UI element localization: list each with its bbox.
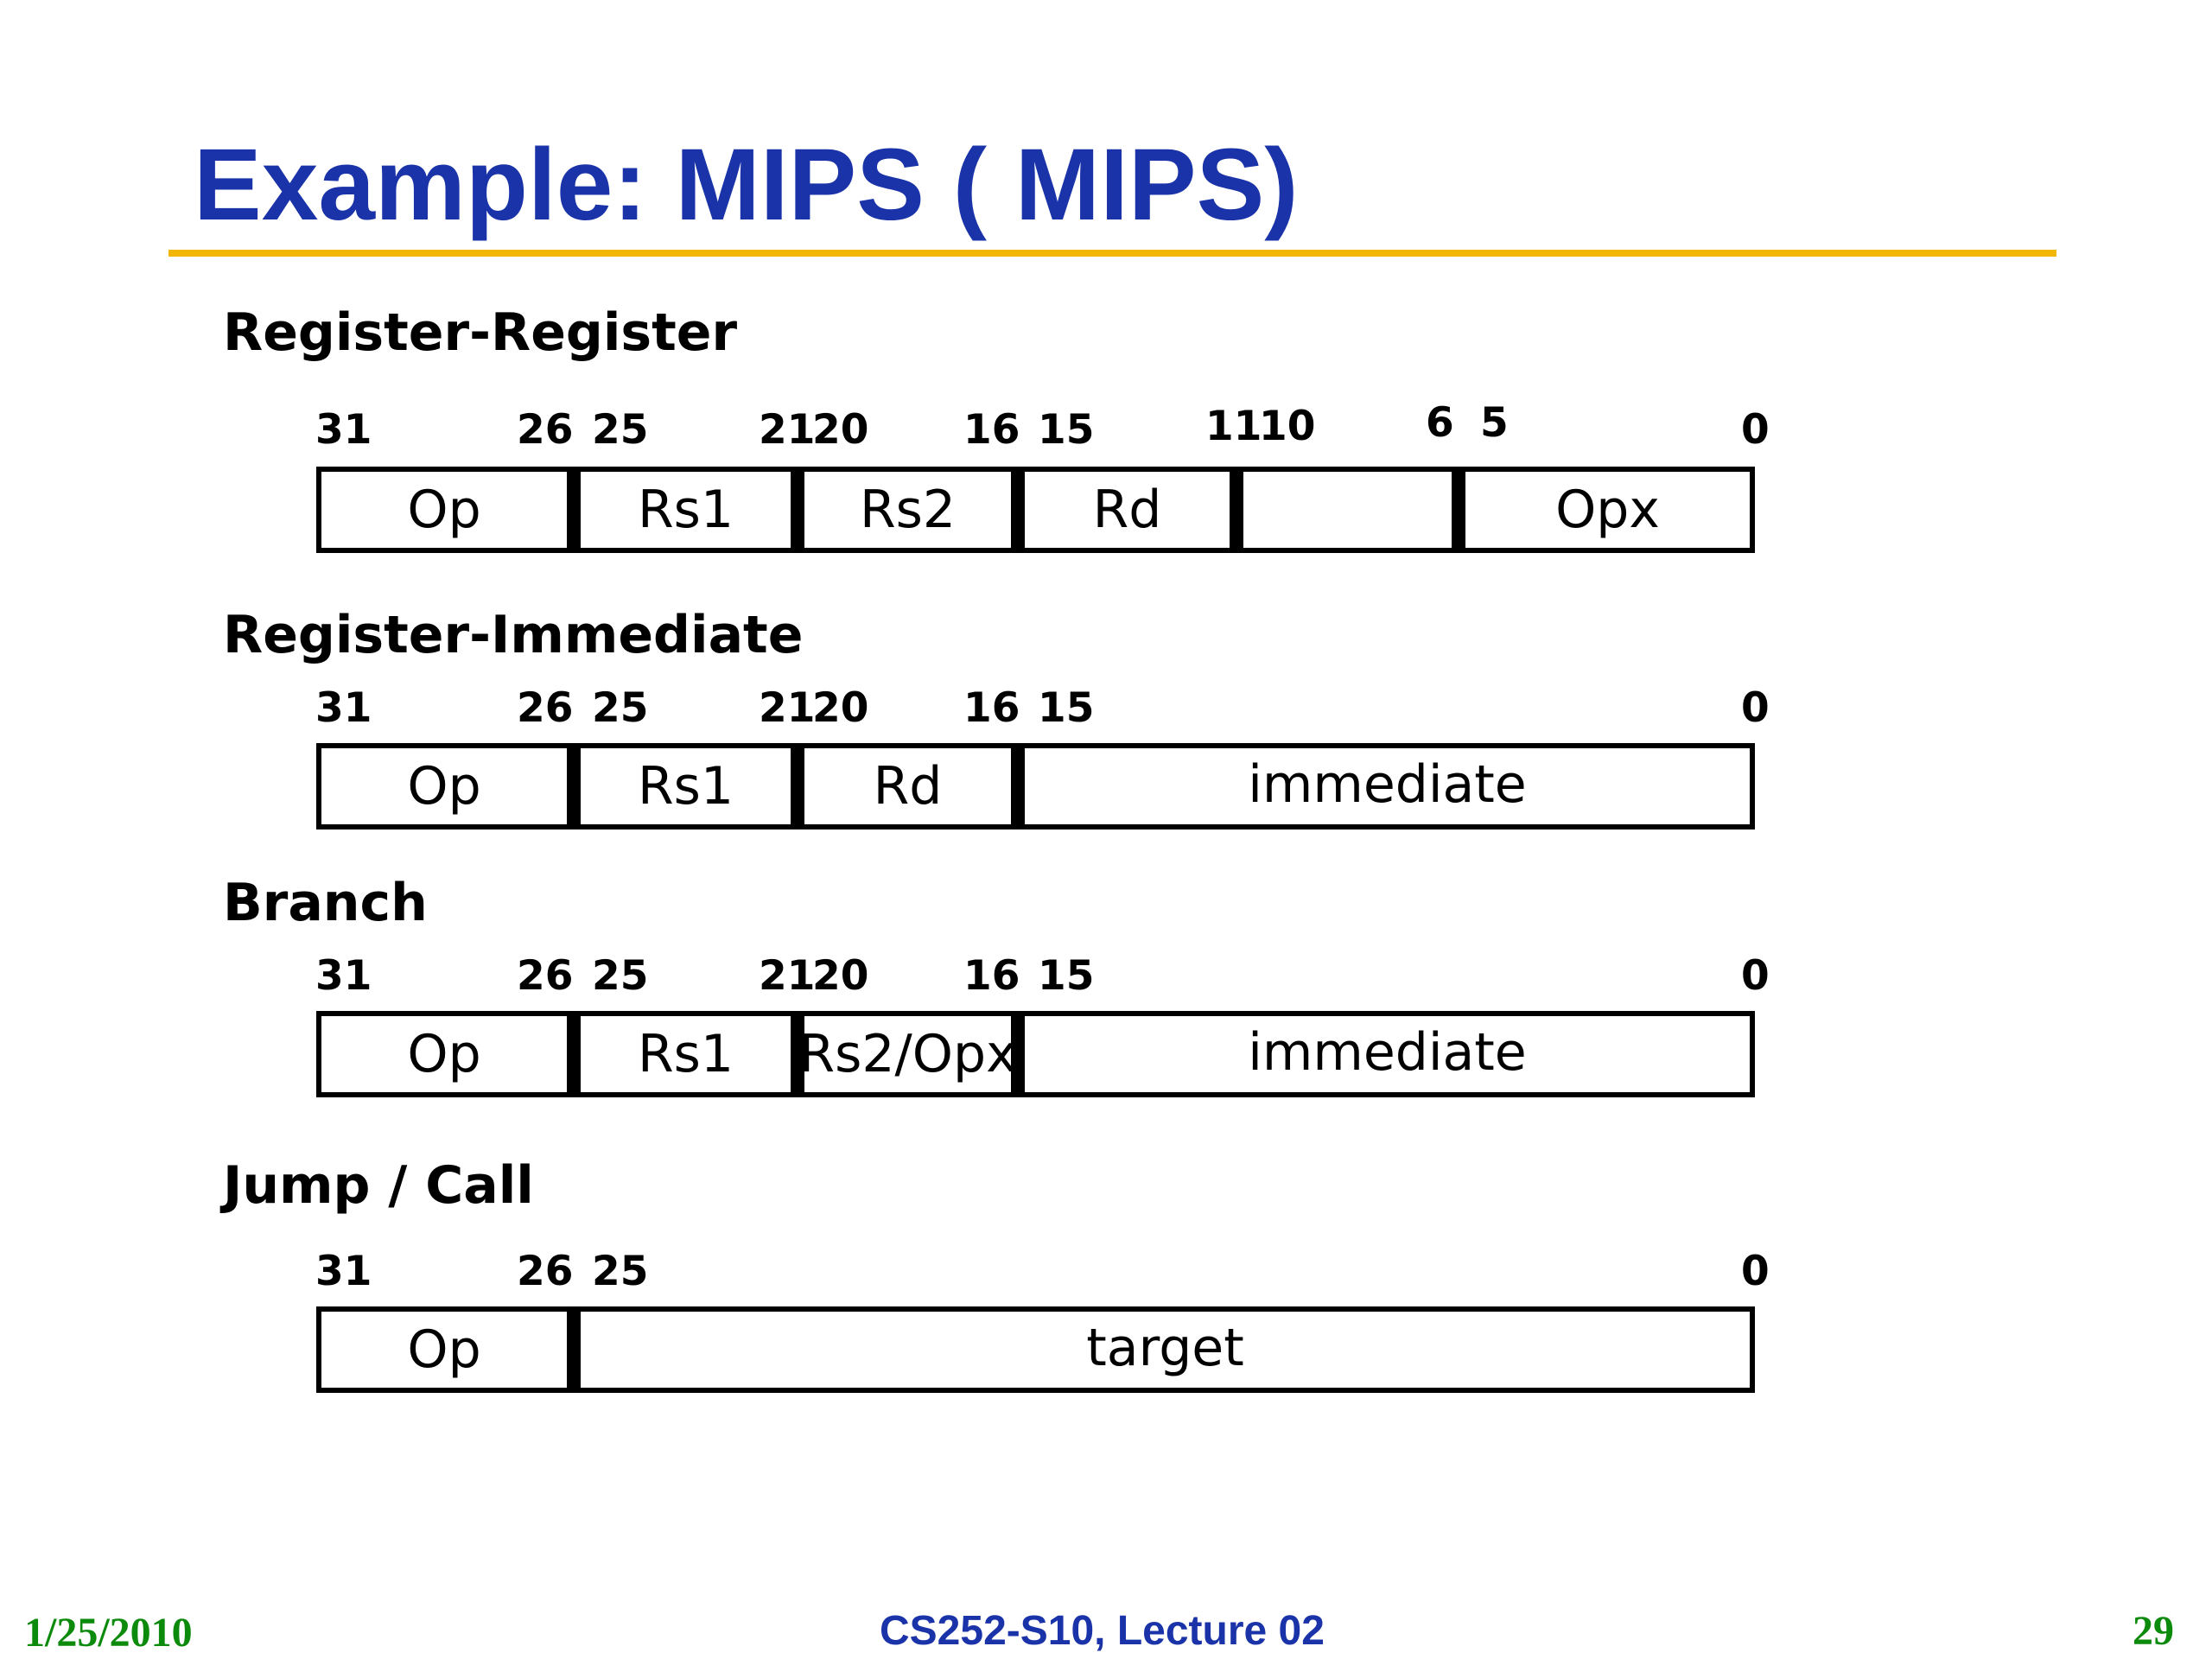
footer-course: CS252-S10, Lecture 02 xyxy=(880,1608,1325,1654)
bit-label: 26 xyxy=(517,406,574,454)
field-rs1: Rs1 xyxy=(572,743,796,830)
label-jump-call: Jump / Call xyxy=(223,1155,534,1216)
field-op: Op xyxy=(316,1306,572,1393)
field-op: Op xyxy=(316,743,572,830)
field-rd: Rd xyxy=(1016,467,1235,553)
bit-label: 15 xyxy=(1038,952,1095,1000)
field-rs1: Rs1 xyxy=(572,467,796,553)
bit-label: 5 xyxy=(1480,399,1509,447)
bit-label: 31 xyxy=(315,684,372,732)
bit-label: 6 xyxy=(1426,399,1454,447)
bit-label: 25 xyxy=(592,684,649,732)
field-rs1: Rs1 xyxy=(572,1011,796,1097)
footer-page-number: 29 xyxy=(2133,1608,2174,1654)
field-immediate: immediate xyxy=(1016,743,1755,830)
bit-label: 15 xyxy=(1038,684,1095,732)
label-register-register: Register-Register xyxy=(223,302,738,363)
bit-label: 31 xyxy=(315,952,372,1000)
bit-label: 31 xyxy=(315,406,372,454)
bit-label: 16 xyxy=(963,684,1020,732)
bit-label: 25 xyxy=(592,1248,649,1295)
bit-label: 25 xyxy=(592,406,649,454)
field-op: Op xyxy=(316,467,572,553)
label-branch: Branch xyxy=(223,873,428,933)
bit-label: 20 xyxy=(812,406,869,454)
bit-label: 20 xyxy=(812,684,869,732)
bit-label: 31 xyxy=(315,1248,372,1295)
bit-label: 0 xyxy=(1741,952,1770,1000)
field-target: target xyxy=(572,1306,1755,1393)
bit-label: 25 xyxy=(592,952,649,1000)
jump-call-format: Op target xyxy=(316,1306,1755,1393)
bit-label: 26 xyxy=(517,684,574,732)
bit-label: 11 xyxy=(1205,403,1262,450)
bit-label: 21 xyxy=(759,952,816,1000)
field-shamt xyxy=(1235,467,1457,553)
bit-label: 20 xyxy=(812,952,869,1000)
bit-label: 16 xyxy=(963,952,1020,1000)
slide-title: Example: MIPS ( MIPS) xyxy=(194,128,1299,242)
field-op: Op xyxy=(316,1011,572,1097)
field-rs2: Rs2 xyxy=(796,467,1016,553)
bit-label: 0 xyxy=(1741,1248,1770,1295)
field-opx: Opx xyxy=(1457,467,1755,553)
field-rd: Rd xyxy=(796,743,1016,830)
label-register-immediate: Register-Immediate xyxy=(223,605,804,665)
bit-label: 10 xyxy=(1259,403,1316,450)
branch-format: Op Rs1 Rs2/Opx immediate xyxy=(316,1011,1755,1097)
bit-label: 15 xyxy=(1038,406,1095,454)
field-rs2-opx: Rs2/Opx xyxy=(796,1011,1017,1097)
bit-label: 21 xyxy=(759,684,816,732)
register-immediate-format: Op Rs1 Rd immediate xyxy=(316,743,1755,830)
footer-date: 1/25/2010 xyxy=(24,1610,193,1656)
title-underline xyxy=(168,250,2056,257)
bit-label: 21 xyxy=(759,406,816,454)
register-register-format: Op Rs1 Rs2 Rd Opx xyxy=(316,467,1755,553)
bit-label: 26 xyxy=(517,952,574,1000)
bit-label: 0 xyxy=(1741,684,1770,732)
field-immediate: immediate xyxy=(1016,1011,1755,1097)
bit-label: 26 xyxy=(517,1248,574,1295)
bit-label: 16 xyxy=(963,406,1020,454)
bit-label: 0 xyxy=(1741,406,1770,454)
